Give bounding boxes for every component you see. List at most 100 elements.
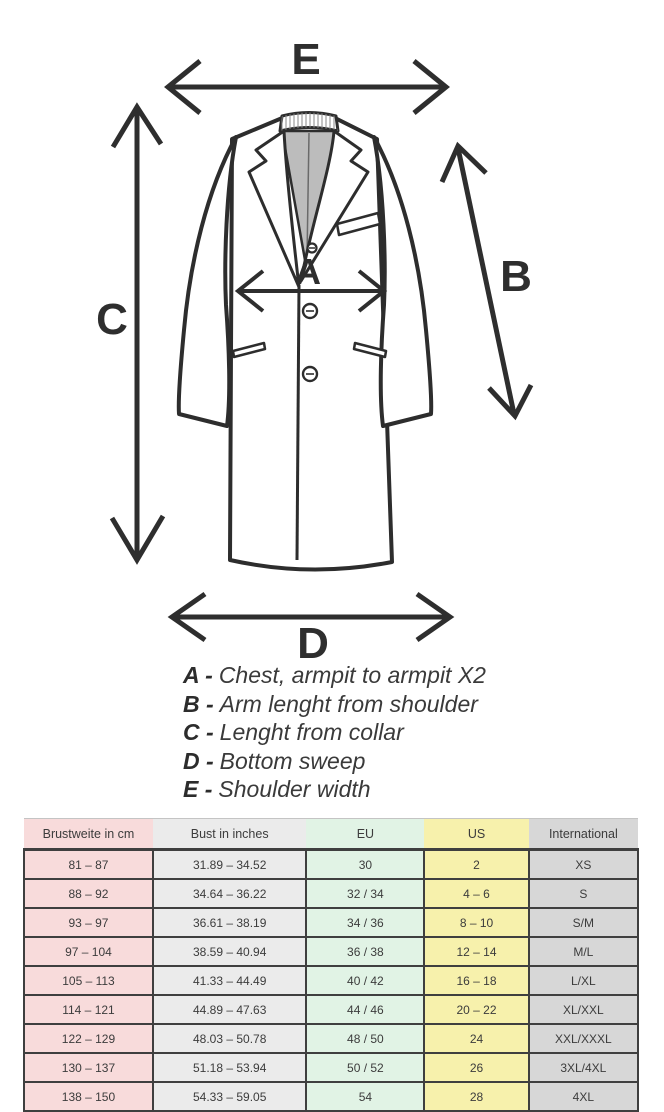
table-cell: 114 – 121 [23, 994, 154, 1025]
column-header: International [528, 818, 638, 851]
table-cell: 44 / 46 [305, 994, 426, 1025]
table-cell: XL/XXL [527, 994, 640, 1025]
legend-text: Arm lenght from shoulder [219, 690, 478, 717]
legend-item: B -Arm lenght from shoulder [183, 690, 486, 719]
table-cell: 34.64 – 36.22 [151, 878, 308, 909]
table-cell: 93 – 97 [23, 907, 154, 938]
arrow-c-icon [109, 102, 166, 565]
column-header: Bust in inches [152, 818, 307, 851]
table-cell: 41.33 – 44.49 [151, 965, 308, 996]
legend-text: Shoulder width [218, 776, 371, 802]
measurement-legend: A -Chest, armpit to armpit X2 B -Arm len… [183, 661, 486, 804]
table-cell: 3XL/4XL [527, 1052, 640, 1083]
table-cell: 44.89 – 47.63 [151, 994, 308, 1025]
table-cell: 54 [305, 1081, 426, 1112]
table-cell: 28 [423, 1081, 530, 1112]
table-cell: 26 [423, 1052, 530, 1083]
coat-measurement-diagram: E C B A D [96, 35, 534, 660]
table-cell: 16 – 18 [423, 965, 530, 996]
legend-key: A - [183, 662, 213, 688]
legend-text: Chest, armpit to armpit X2 [218, 662, 486, 688]
table-cell: 40 / 42 [305, 965, 426, 996]
table-cell: 4XL [527, 1081, 640, 1112]
column-header: US [424, 818, 529, 851]
table-cell: 48.03 – 50.78 [151, 1023, 308, 1054]
legend-key: D - [183, 747, 214, 774]
coat-lining-seam [306, 132, 310, 259]
table-cell: 36 / 38 [305, 936, 426, 967]
legend-text: Lenght from collar [219, 719, 404, 745]
coat-pocket-left [231, 341, 267, 359]
label-c: C [96, 295, 128, 344]
legend-key: B - [183, 690, 214, 717]
table-cell: 8 – 10 [423, 907, 530, 938]
table-cell: 54.33 – 59.05 [151, 1081, 308, 1112]
table-cell: 20 – 22 [423, 994, 530, 1025]
table-cell: L/XL [527, 965, 640, 996]
table-cell: 12 – 14 [423, 936, 530, 967]
table-cell: 34 / 36 [305, 907, 426, 938]
arrow-labels: E C B A D [96, 35, 532, 660]
coat-sleeve-right [372, 135, 434, 428]
table-cell: 32 / 34 [305, 878, 426, 909]
arrow-a-icon [234, 269, 388, 313]
legend-key: C - [183, 719, 214, 745]
coat-sleeve-left [176, 135, 238, 428]
coat-front-edge [295, 284, 301, 561]
legend-key: E - [183, 776, 213, 802]
table-cell: 97 – 104 [23, 936, 154, 967]
table-cell: S [527, 878, 640, 909]
legend-item: E -Shoulder width [183, 775, 486, 804]
table-cell: XXL/XXXL [527, 1023, 640, 1054]
label-d: D [297, 619, 329, 660]
arrow-b-icon [439, 141, 534, 421]
table-cell: 88 – 92 [23, 878, 154, 909]
table-cell: S/M [527, 907, 640, 938]
legend-item: A -Chest, armpit to armpit X2 [183, 661, 486, 690]
table-cell: 81 – 87 [23, 848, 154, 880]
table-cell: 51.18 – 53.94 [151, 1052, 308, 1083]
coat-collar-hatch [280, 112, 338, 131]
table-cell: 24 [423, 1023, 530, 1054]
table-cell: 138 – 150 [23, 1081, 154, 1112]
table-cell: 4 – 6 [423, 878, 530, 909]
arrow-d-icon [167, 591, 455, 643]
table-cell: 48 / 50 [305, 1023, 426, 1054]
measurement-arrows [109, 59, 534, 643]
table-cell: 122 – 129 [23, 1023, 154, 1054]
table-cell: 50 / 52 [305, 1052, 426, 1083]
legend-item: D -Bottom sweep [183, 747, 486, 776]
column-header: EU [306, 818, 425, 851]
legend-text: Bottom sweep [219, 747, 366, 774]
coat-drawing [176, 111, 434, 572]
table-cell: 31.89 – 34.52 [151, 848, 308, 880]
table-cell: M/L [527, 936, 640, 967]
label-a: A [295, 251, 321, 292]
column-header: Brustweite in cm [24, 818, 153, 851]
table-cell: 30 [305, 848, 426, 880]
table-cell: 38.59 – 40.94 [151, 936, 308, 967]
table-cell: 2 [423, 848, 530, 880]
table-cell: 130 – 137 [23, 1052, 154, 1083]
coat-lapel-left [247, 129, 301, 289]
table-cell: 105 – 113 [23, 965, 154, 996]
arrow-e-icon [164, 59, 450, 115]
label-e: E [291, 35, 320, 84]
table-cell: 36.61 – 38.19 [151, 907, 308, 938]
table-cell: XS [527, 848, 640, 880]
legend-item: C -Lenght from collar [183, 718, 486, 747]
coat-breast-pocket [335, 211, 382, 237]
label-b: B [500, 252, 532, 301]
